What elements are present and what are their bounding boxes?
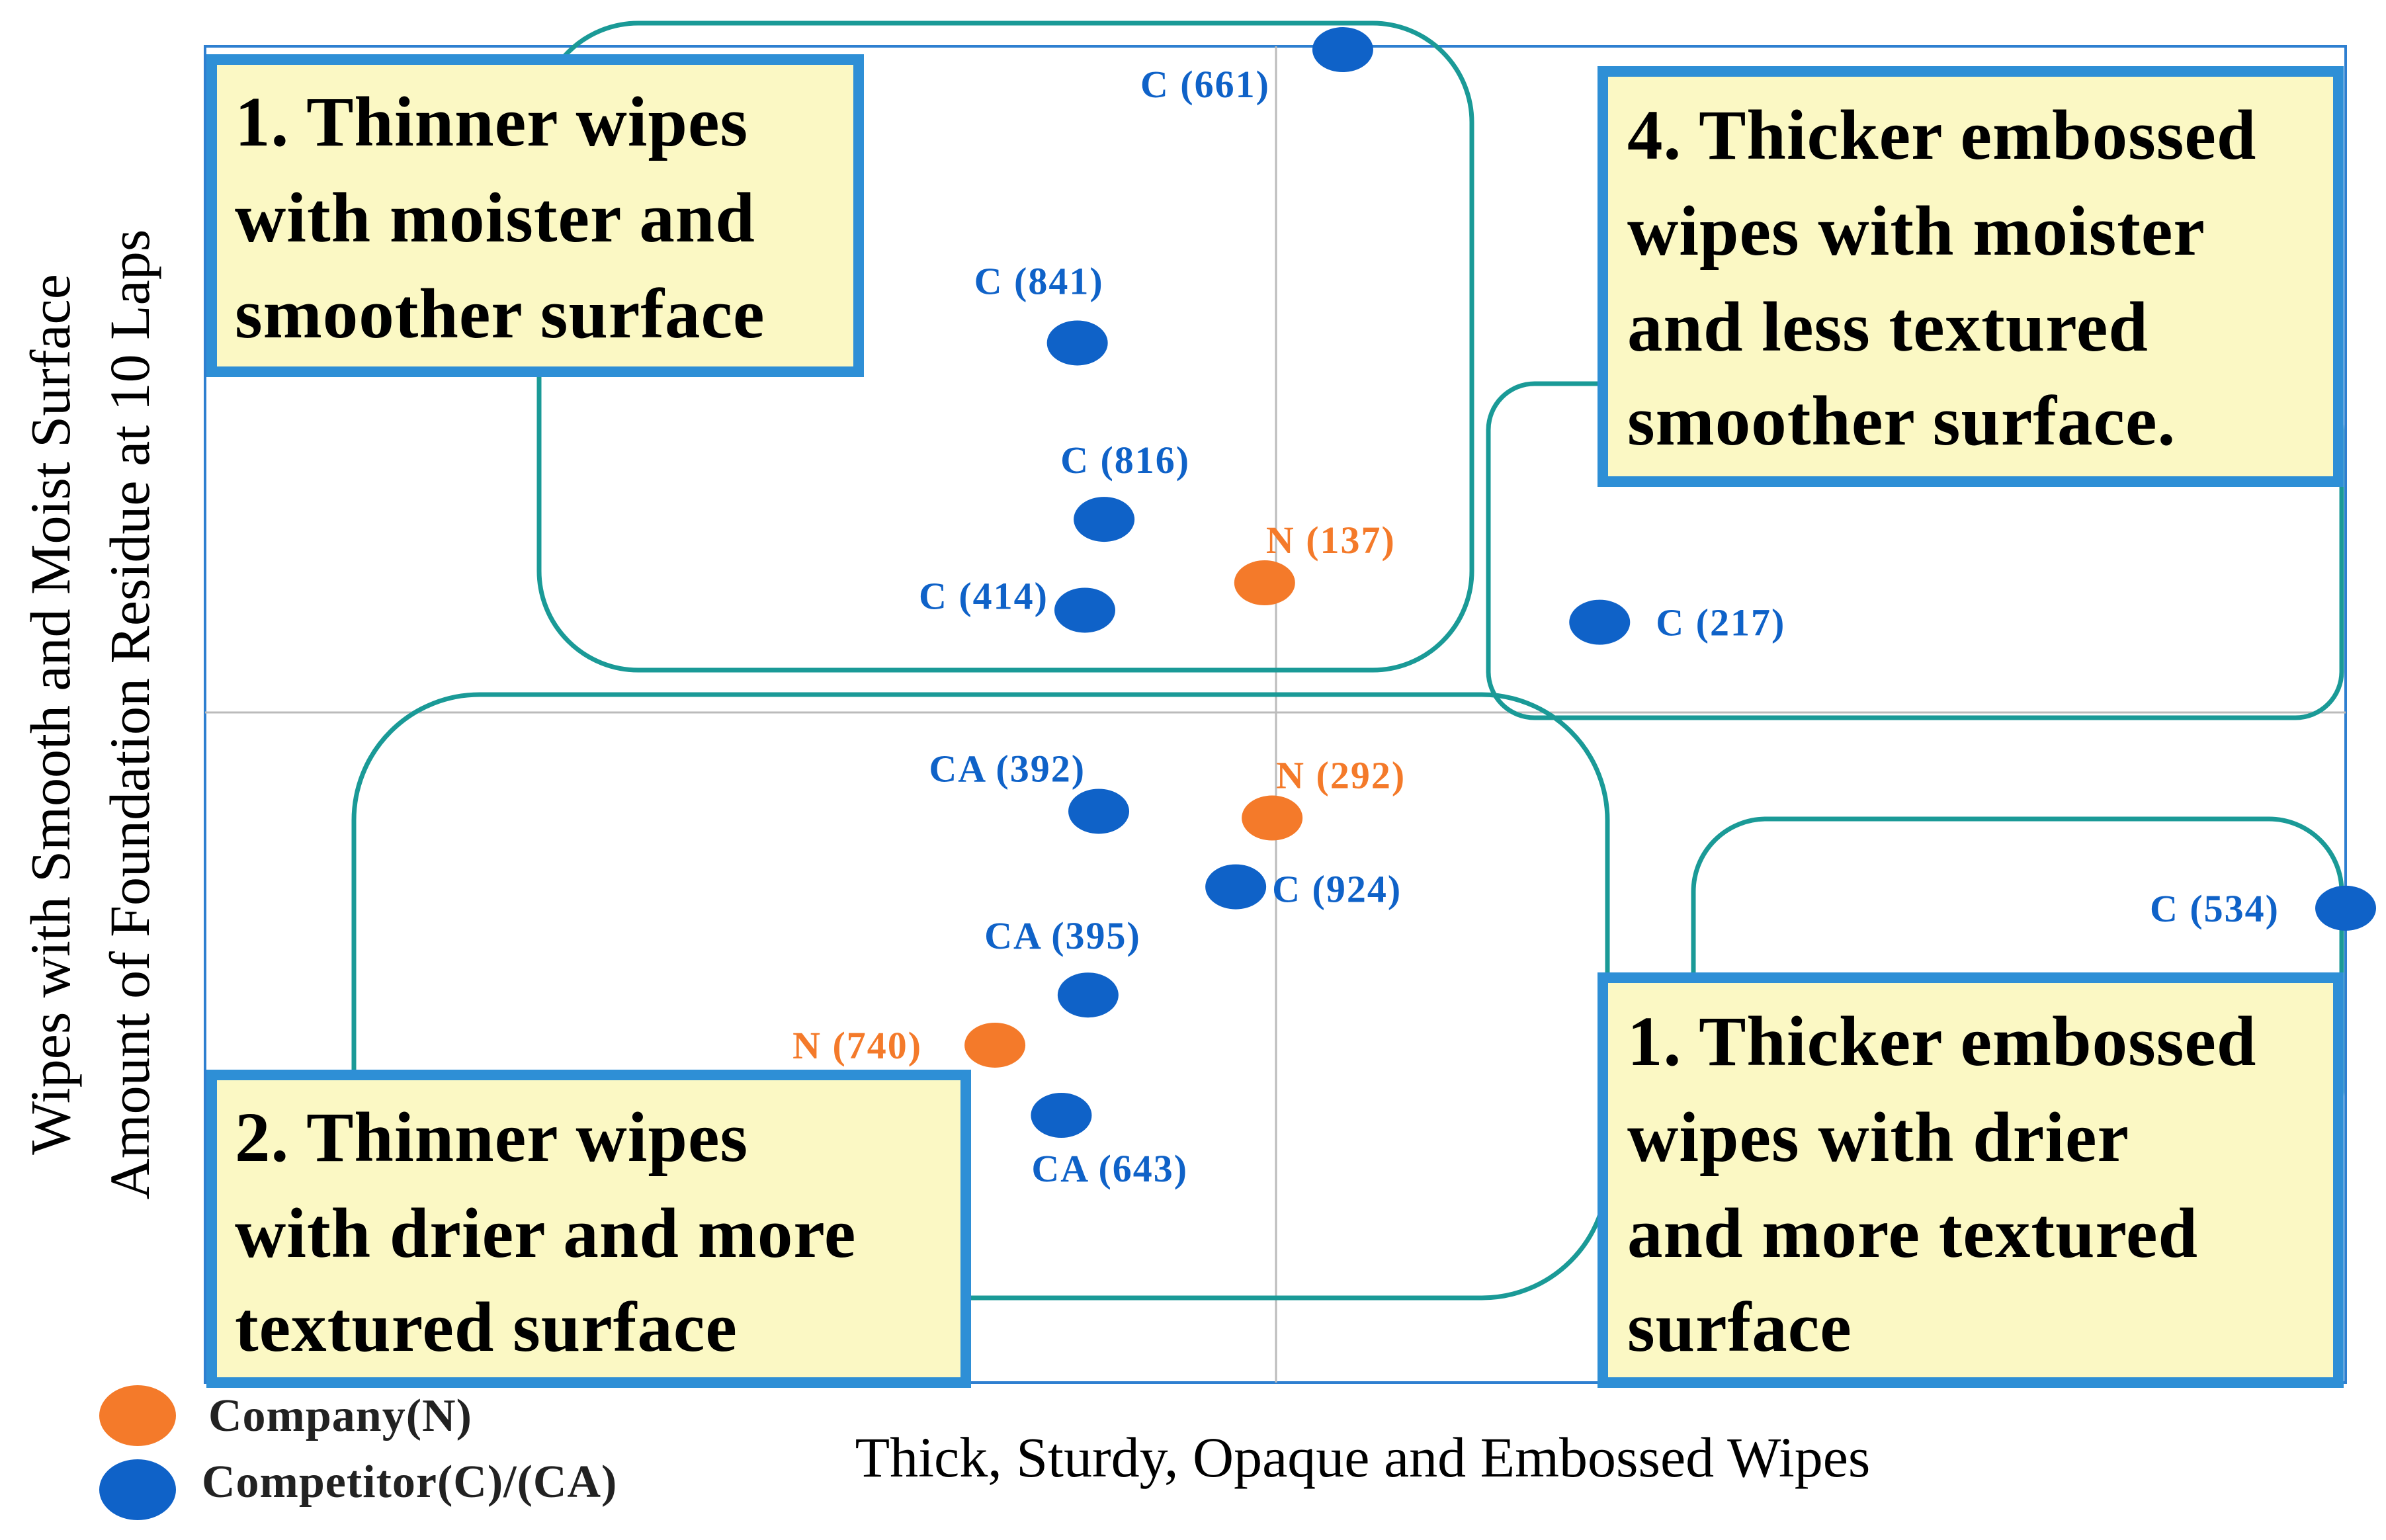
- point-c-816: [1074, 497, 1135, 542]
- quadrant-box-q4-line-3: and less textured: [1627, 288, 2149, 366]
- point-label-c-414: C (414): [919, 574, 1048, 617]
- y-axis-label-line-1: Wipes with Smooth and Moist Surface: [19, 274, 82, 1155]
- point-n-740: [964, 1022, 1026, 1068]
- point-c-217: [1569, 599, 1631, 645]
- quadrant-box-q1: 1. Thinner wipes with moister and smooth…: [206, 54, 864, 377]
- point-label-ca-392: CA (392): [929, 747, 1086, 790]
- quadrant-box-q2-line-2: with drier and more: [235, 1195, 856, 1273]
- quadrant-box-q2-line-3: textured surface: [235, 1289, 738, 1367]
- point-label-c-217: C (217): [1656, 601, 1785, 644]
- quadrant-box-q4-line-4: smoother surface.: [1627, 382, 2176, 460]
- quadrant-box-q4-line-1: 4. Thicker embossed: [1627, 97, 2256, 175]
- quadrant-box-q3-frame: [1598, 972, 2344, 1388]
- point-label-n-292: N (292): [1276, 754, 1406, 797]
- legend-company-label: Company(N): [208, 1390, 472, 1441]
- point-n-137: [1234, 560, 1295, 606]
- quadrant-box-q2-frame: [206, 1070, 971, 1388]
- quadrant-box-q3-line-1: 1. Thicker embossed: [1627, 1003, 2256, 1081]
- quadrant-box-q3-line-2: wipes with drier: [1627, 1099, 2129, 1177]
- quadrant-box-q1-frame: [206, 54, 864, 377]
- point-label-c-841: C (841): [974, 259, 1104, 302]
- legend-company-marker: [99, 1385, 176, 1446]
- point-ca-643: [1031, 1093, 1092, 1138]
- point-label-c-661: C (661): [1140, 63, 1270, 106]
- point-label-c-924: C (924): [1272, 868, 1402, 911]
- point-c-924: [1205, 864, 1267, 910]
- quadrant-box-q3-line-3: and more textured: [1627, 1195, 2198, 1273]
- y-axis-label-line-2: Amount of Foundation Residue at 10 Laps: [98, 230, 161, 1200]
- point-ca-395: [1057, 972, 1119, 1018]
- point-label-ca-643: CA (643): [1031, 1147, 1188, 1190]
- point-c-534: [2315, 885, 2376, 931]
- point-label-c-534: C (534): [2150, 887, 2279, 930]
- quadrant-box-q3: 1. Thicker embossed wipes with drier and…: [1598, 972, 2344, 1388]
- quadrant-box-q1-line-2: with moister and: [235, 179, 755, 257]
- x-axis-label: Thick, Sturdy, Opaque and Embossed Wipes: [855, 1426, 1871, 1489]
- legend-competitor-marker: [99, 1459, 176, 1520]
- quadrant-box-q2: 2. Thinner wipes with drier and more tex…: [206, 1070, 971, 1388]
- point-label-n-137: N (137): [1266, 519, 1396, 562]
- point-n-292: [1242, 795, 1303, 841]
- quadrant-box-q4: 4. Thicker embossed wipes with moister a…: [1598, 66, 2344, 487]
- quadrant-box-q2-line-1: 2. Thinner wipes: [235, 1099, 748, 1177]
- quadrant-box-q4-line-2: wipes with moister: [1627, 192, 2205, 271]
- point-c-661: [1312, 27, 1373, 73]
- point-c-414: [1054, 587, 1115, 633]
- quadrant-box-q1-line-3: smoother surface: [235, 275, 765, 353]
- point-c-841: [1046, 320, 1108, 366]
- quadrant-box-q1-line-1: 1. Thinner wipes: [235, 83, 748, 161]
- legend: Company(N) Competitor(C)/(CA): [99, 1385, 617, 1520]
- point-ca-392: [1068, 789, 1130, 834]
- legend-competitor-label: Competitor(C)/(CA): [202, 1457, 617, 1508]
- data-points: N (137) N (292) N (740) C (661) C (841) C (81…: [792, 27, 2376, 1190]
- point-label-c-816: C (816): [1060, 439, 1190, 482]
- point-label-n-740: N (740): [792, 1024, 922, 1067]
- point-label-ca-395: CA (395): [984, 914, 1141, 957]
- quadrant-box-q4-frame: [1598, 66, 2344, 487]
- quadrant-box-q3-line-4: surface: [1627, 1289, 1852, 1367]
